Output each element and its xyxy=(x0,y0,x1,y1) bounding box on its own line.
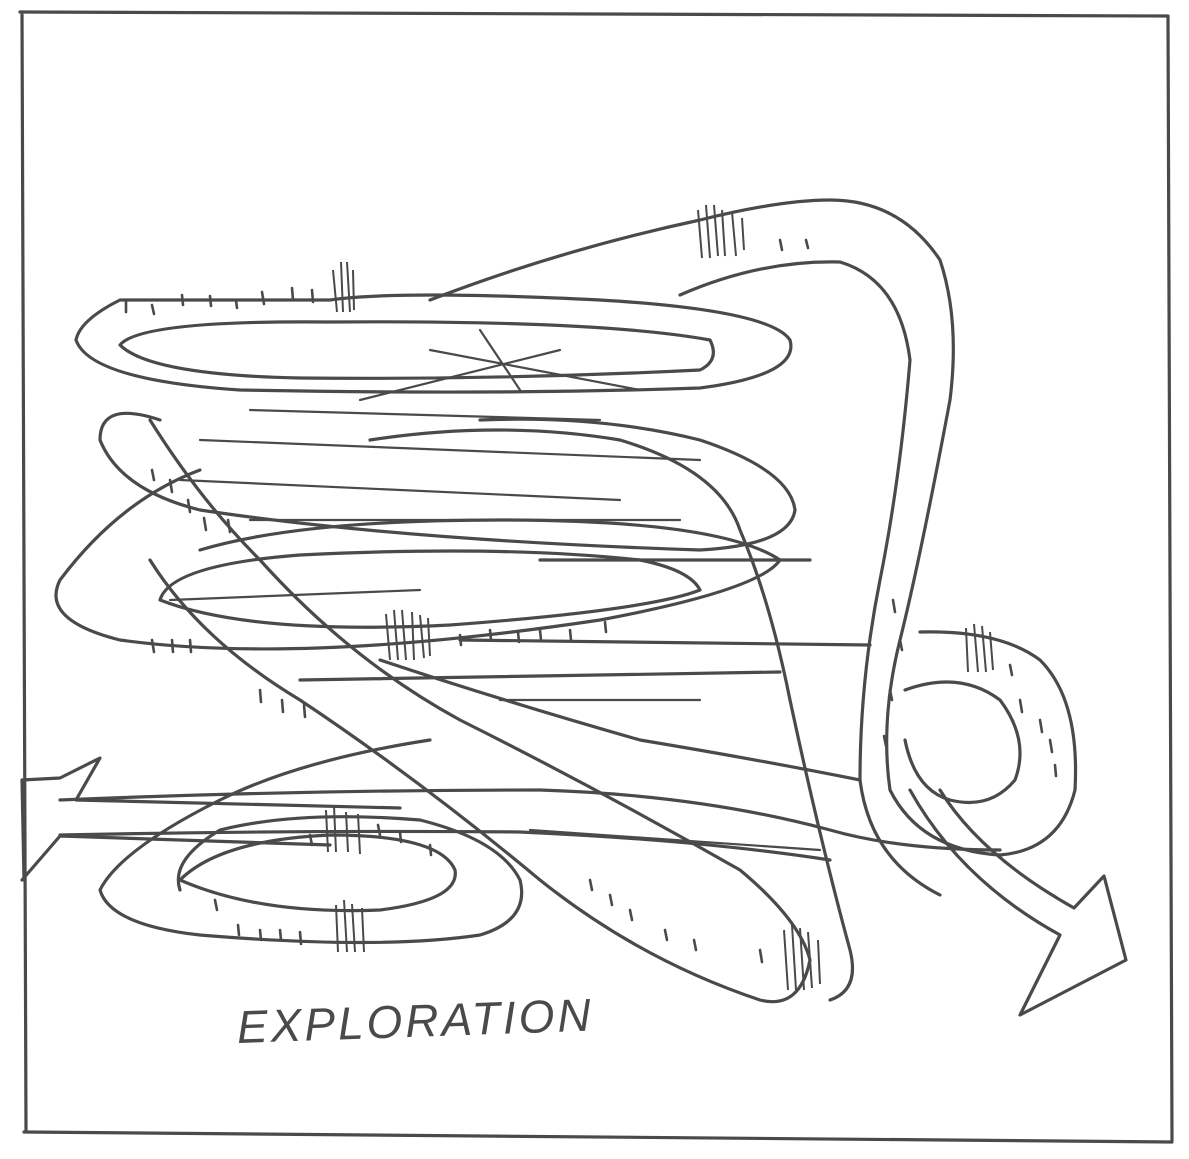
ribbon-horizontal xyxy=(60,790,1000,860)
left-arrow-icon xyxy=(22,758,400,880)
ribbon-diagonal-2 xyxy=(370,430,853,1000)
ribbon-lower-inner xyxy=(180,835,455,911)
ribbon-upper-right-inner xyxy=(680,262,940,895)
ribbon-diagonal xyxy=(150,420,810,1002)
sketch-frame xyxy=(20,12,1172,1142)
right-arrow-icon xyxy=(910,790,1126,1015)
tick-marks xyxy=(126,240,1056,962)
ribbon-top-inner xyxy=(120,322,713,379)
ribbon-right-loop-inner xyxy=(905,682,1020,803)
